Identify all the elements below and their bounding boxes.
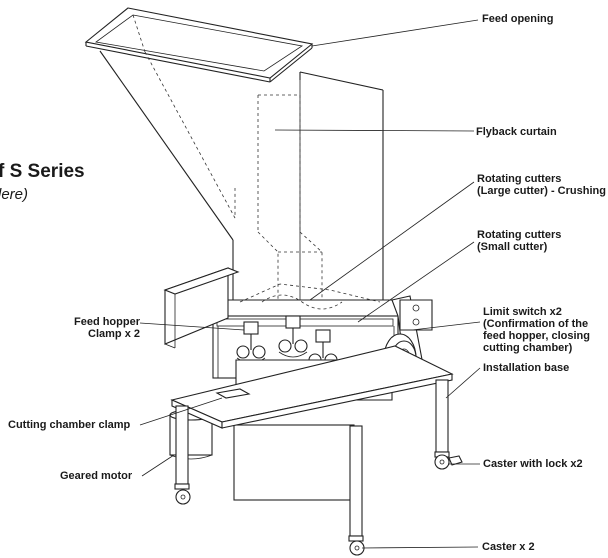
label-feed-opening: Feed opening: [482, 13, 554, 25]
label-cutting-chamber-clamp: Cutting chamber clamp: [8, 419, 131, 431]
flyback-curtain: [144, 51, 323, 300]
label-line: cutting chamber): [483, 342, 573, 354]
limit-switch: [399, 299, 433, 331]
label-line: Limit switch x2: [483, 306, 562, 318]
label-line: Rotating cutters: [477, 173, 562, 185]
label-limit-switch: Limit switch x2 (Confirmation of the fee…: [483, 306, 590, 354]
label-caster-with-lock: Caster with lock x2: [483, 458, 583, 470]
label-line: feed hopper, closing: [483, 330, 590, 342]
feed-opening-tray: [84, 7, 314, 83]
subtitle-fragment: lere): [0, 186, 29, 203]
label-line: (Confirmation of the: [483, 318, 589, 330]
label-line: (Small cutter): [477, 241, 548, 253]
installation-base: [170, 345, 454, 429]
lower-cabinet: [233, 424, 355, 501]
label-feed-hopper-clamp: Feed hopper Clamp x 2: [60, 316, 140, 340]
label-line: Clamp x 2: [88, 328, 140, 340]
label-line: Feed hopper: [73, 316, 140, 328]
clamp-2: [278, 315, 308, 358]
label-installation-base: Installation base: [483, 362, 570, 374]
label-rotating-cutters-small: Rotating cutters (Small cutter): [477, 229, 561, 253]
title-fragment: f S Series: [0, 161, 85, 182]
leader-lines: [139, 19, 481, 549]
label-line: Rotating cutters: [477, 229, 562, 241]
legs: [175, 379, 449, 537]
label-flyback-curtain: Flyback curtain: [476, 126, 557, 138]
label-caster: Caster x 2: [482, 541, 535, 553]
label-rotating-cutters-large: Rotating cutters (Large cutter) - Crushi…: [477, 173, 606, 197]
label-geared-motor: Geared motor: [60, 470, 133, 482]
side-housing: [163, 267, 240, 349]
feed-hopper-body: [99, 50, 384, 300]
casters: [174, 451, 463, 556]
label-line: (Large cutter) - Crushing: [477, 185, 606, 197]
